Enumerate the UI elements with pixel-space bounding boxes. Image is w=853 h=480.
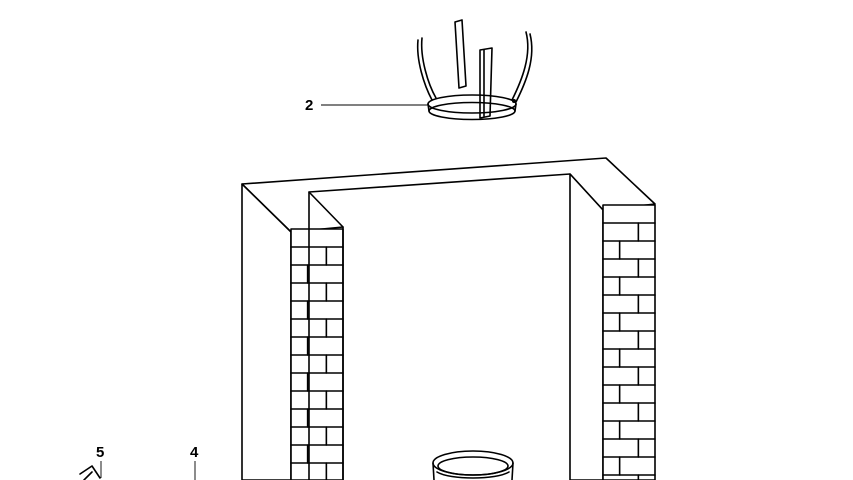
callout-5: 5 bbox=[96, 444, 104, 478]
brick-fireplace-structure bbox=[241, 157, 656, 480]
callout-label-5: 5 bbox=[96, 444, 104, 461]
left-pier-bricks bbox=[290, 246, 344, 480]
spring-clip-ring bbox=[416, 19, 533, 121]
right-pier-bricks bbox=[602, 222, 656, 480]
callout-4: 4 bbox=[190, 444, 199, 480]
part-5-fragment bbox=[79, 465, 101, 480]
callout-label-2: 2 bbox=[305, 97, 313, 114]
callout-2: 2 bbox=[305, 97, 428, 114]
flue-pipe-collar bbox=[432, 450, 514, 480]
callout-label-4: 4 bbox=[190, 444, 199, 461]
